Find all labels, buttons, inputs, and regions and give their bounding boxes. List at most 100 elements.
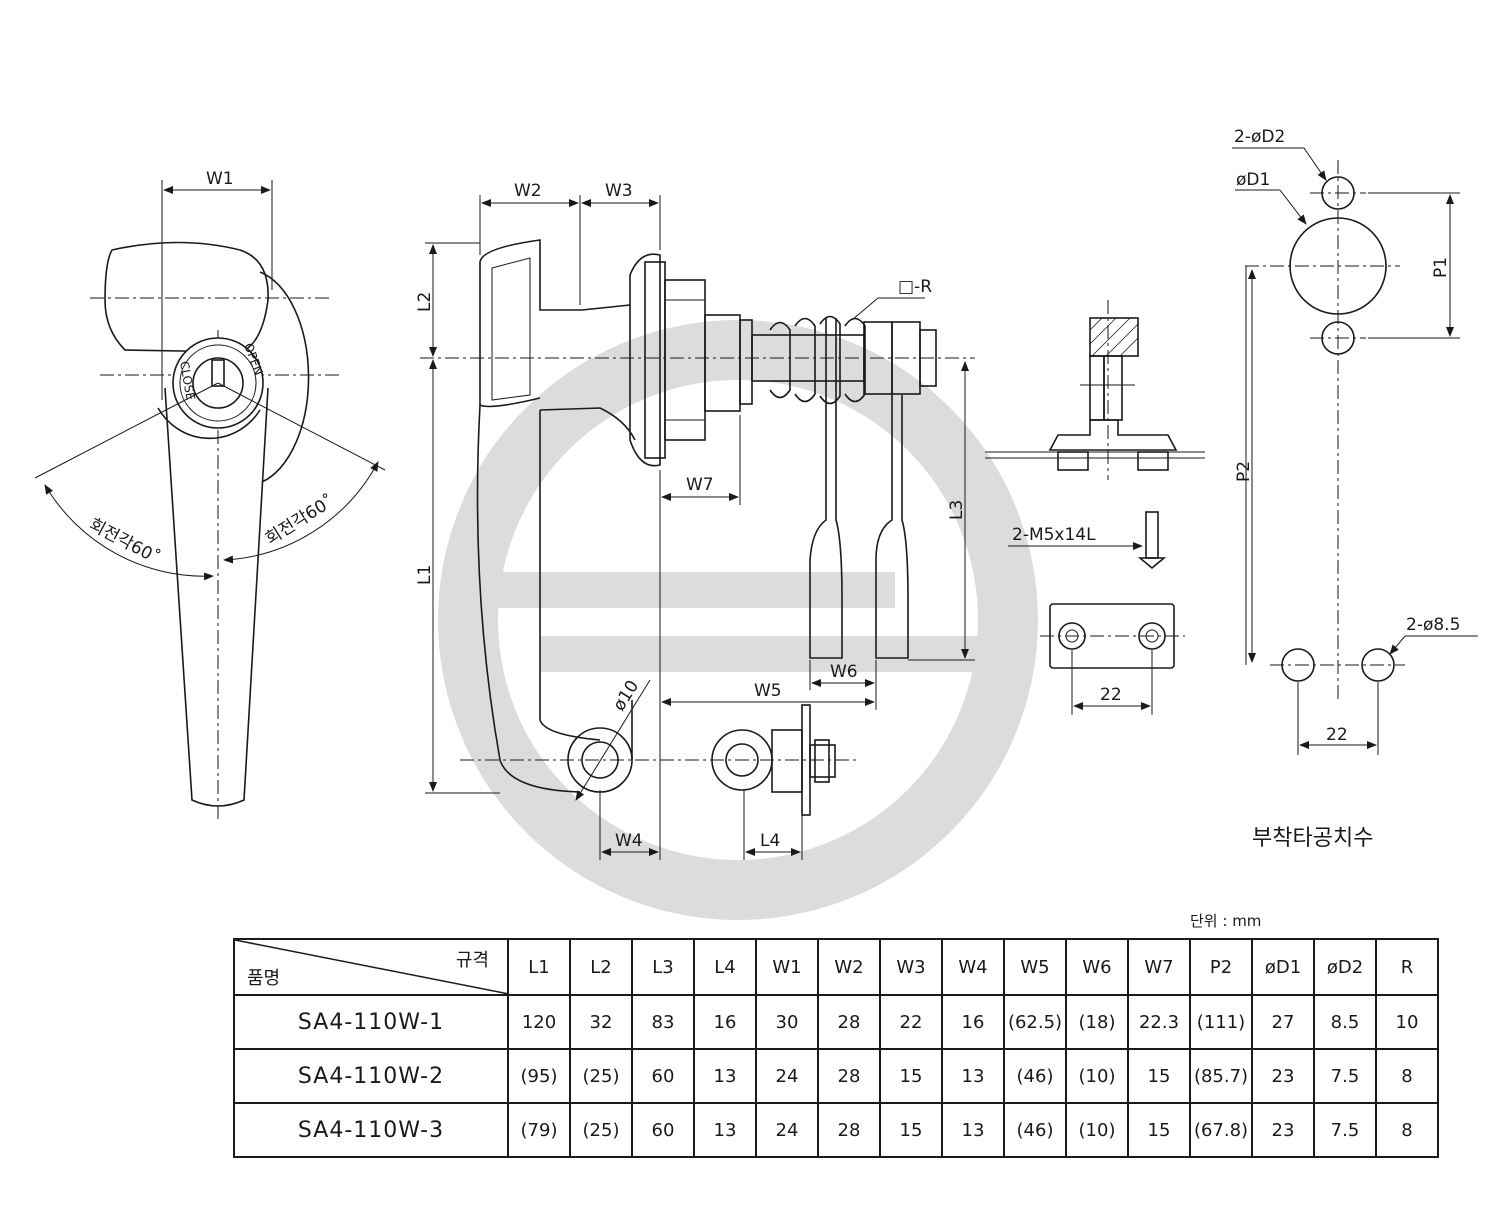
dim-w3-label: W3 xyxy=(605,181,633,201)
product-name-cell: SA4-110W-3 xyxy=(233,1102,509,1158)
dim-phi10-label: ø10 xyxy=(609,677,643,715)
dim-22-cutout-label: 22 xyxy=(1326,725,1348,745)
product-name-cell: SA4-110W-2 xyxy=(233,1048,509,1104)
table-column-header: W6 xyxy=(1065,938,1129,996)
table-cell: 8 xyxy=(1375,1102,1439,1158)
corner-diagonal xyxy=(235,940,509,994)
table-column-header: L4 xyxy=(693,938,757,996)
table-cell: 8.5 xyxy=(1313,994,1377,1050)
lock-close-label: CLOSE xyxy=(177,360,198,401)
table-cell: 23 xyxy=(1251,1102,1315,1158)
table-cell: 13 xyxy=(941,1102,1005,1158)
table-cell: (10) xyxy=(1065,1102,1129,1158)
table-column-header: W7 xyxy=(1127,938,1191,996)
table-cell: 32 xyxy=(569,994,633,1050)
dim-22-bracket-label: 22 xyxy=(1100,685,1122,705)
technical-drawing: CLOSE OPEN W1 회전각60˚ 회전각60˚ xyxy=(34,127,1478,920)
table-column-header: W2 xyxy=(817,938,881,996)
dim-w1-label: W1 xyxy=(206,169,234,189)
bracket-detail: 2-M5x14L 22 xyxy=(985,300,1205,715)
hole-85-label: 2-ø8.5 xyxy=(1406,615,1460,635)
dim-l3-label: L3 xyxy=(947,500,967,520)
table-cell: 24 xyxy=(755,1102,819,1158)
table-cell: 120 xyxy=(507,994,571,1050)
table-cell: 10 xyxy=(1375,994,1439,1050)
hole-d2-label: 2-øD2 xyxy=(1234,127,1285,147)
unit-note: 단위 : mm xyxy=(1190,912,1262,930)
table-cell: 8 xyxy=(1375,1048,1439,1104)
cutout-title: 부착타공치수 xyxy=(1252,826,1373,851)
table-column-header: R xyxy=(1375,938,1439,996)
table-cell: (111) xyxy=(1189,994,1253,1050)
table-cell: (95) xyxy=(507,1048,571,1104)
dim-w7-label: W7 xyxy=(686,475,714,495)
dim-w5-label: W5 xyxy=(754,681,782,701)
table-column-header: L1 xyxy=(507,938,571,996)
table-cell: 30 xyxy=(755,994,819,1050)
table-cell: 27 xyxy=(1251,994,1315,1050)
table-cell: (46) xyxy=(1003,1048,1067,1104)
table-cell: 15 xyxy=(879,1048,943,1104)
dim-p1-label: P1 xyxy=(1431,257,1451,278)
table-cell: 13 xyxy=(693,1048,757,1104)
table-header-spec: 규격 xyxy=(455,950,489,971)
table-cell: 13 xyxy=(941,1048,1005,1104)
cutout-view: P1 2-øD2 øD1 P2 2-ø8.5 22 부착타공치수 xyxy=(1232,127,1478,851)
table-column-header: P2 xyxy=(1189,938,1253,996)
table-cell: 23 xyxy=(1251,1048,1315,1104)
dim-w2-label: W2 xyxy=(514,181,542,201)
table-corner-cell: 규격 품명 xyxy=(233,938,509,996)
rotation-right-label: 회전각60˚ xyxy=(262,491,338,550)
table-column-header: W5 xyxy=(1003,938,1067,996)
table-cell: (46) xyxy=(1003,1102,1067,1158)
table-cell: 15 xyxy=(879,1102,943,1158)
table-column-header: W4 xyxy=(941,938,1005,996)
table-column-header: L2 xyxy=(569,938,633,996)
table-cell: 28 xyxy=(817,994,881,1050)
table-cell: 60 xyxy=(631,1102,695,1158)
dim-l1-label: L1 xyxy=(415,565,435,585)
dim-l4-label: L4 xyxy=(760,831,780,851)
table-cell: 7.5 xyxy=(1313,1102,1377,1158)
hole-d1-label: øD1 xyxy=(1236,170,1270,190)
dim-w4-label: W4 xyxy=(615,831,643,851)
side-view: □-R W2 W3 L2 L1 W7 L3 W6 W5 xyxy=(415,181,975,860)
table-cell: 24 xyxy=(755,1048,819,1104)
table-header-name: 품명 xyxy=(247,968,281,989)
screw-label: 2-M5x14L xyxy=(1012,525,1096,545)
table-cell: 15 xyxy=(1127,1048,1191,1104)
table-cell: (67.8) xyxy=(1189,1102,1253,1158)
table-cell: (25) xyxy=(569,1102,633,1158)
table-cell: 13 xyxy=(693,1102,757,1158)
table-cell: 15 xyxy=(1127,1102,1191,1158)
table-cell: 16 xyxy=(693,994,757,1050)
table-cell: (85.7) xyxy=(1189,1048,1253,1104)
table-column-header: øD1 xyxy=(1251,938,1315,996)
table-column-header: L3 xyxy=(631,938,695,996)
table-column-header: W3 xyxy=(879,938,943,996)
table-column-header: W1 xyxy=(755,938,819,996)
table-cell: (25) xyxy=(569,1048,633,1104)
dim-l2-label: L2 xyxy=(415,292,435,312)
dim-p2-label: P2 xyxy=(1234,461,1254,482)
product-name-cell: SA4-110W-1 xyxy=(233,994,509,1050)
square-r-label: □-R xyxy=(898,277,932,297)
table-cell: 28 xyxy=(817,1102,881,1158)
table-cell: (62.5) xyxy=(1003,994,1067,1050)
table-cell: 83 xyxy=(631,994,695,1050)
table-cell: (79) xyxy=(507,1102,571,1158)
dim-w6-label: W6 xyxy=(830,662,858,682)
watermark-logo xyxy=(438,320,1038,920)
table-column-header: øD2 xyxy=(1313,938,1377,996)
table-cell: 60 xyxy=(631,1048,695,1104)
table-cell: 22.3 xyxy=(1127,994,1191,1050)
table-cell: (10) xyxy=(1065,1048,1129,1104)
table-cell: 7.5 xyxy=(1313,1048,1377,1104)
table-cell: 22 xyxy=(879,994,943,1050)
